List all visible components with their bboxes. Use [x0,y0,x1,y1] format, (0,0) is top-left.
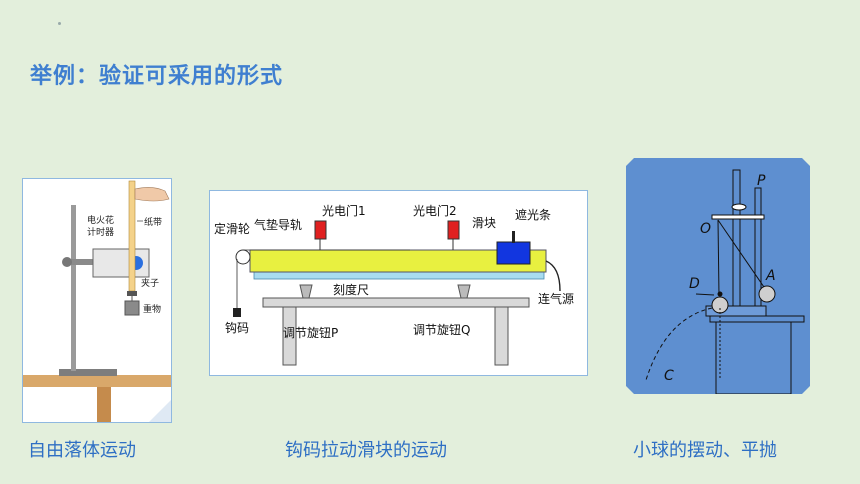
label-air: 连气源 [538,291,574,306]
caption-free-fall: 自由落体运动 [28,440,136,461]
pendulum-svg: P O A D C [626,158,810,395]
table-leg [97,387,111,422]
decor-dot [58,22,61,25]
label-gate2: 光电门2 [413,203,457,218]
label-timer2: 计时器 [87,226,114,238]
label-ruler: 刻度尺 [333,282,369,297]
label-slider: 滑块 [472,216,496,230]
free-fall-svg: 电火花 计时器 纸带 夹子 重物 [23,180,171,422]
caption-pendulum: 小球的摆动、平抛 [633,440,777,461]
ball-a [758,285,776,303]
table-top [709,315,805,323]
blade [717,291,723,297]
slide-title: 举例：验证可采用的形式 [30,64,284,89]
air-track-diagram: 定滑轮 气垫导轨 光电门1 光电门2 滑块 遮光条 刻度尺 连气源 钩码 调节旋… [209,190,588,376]
string-to-a [717,219,767,291]
label-shade: 遮光条 [515,207,551,222]
shade-strip [512,231,515,243]
trajectory [645,307,713,381]
string-to-d [717,219,720,297]
hand [134,187,170,202]
paper-tape [128,180,136,292]
label-hook: 钩码 [225,321,249,335]
stand-base [59,369,117,376]
slider [496,241,531,265]
table-leg-left [282,306,297,366]
table-top [23,375,171,387]
free-fall-diagram: 电火花 计时器 纸带 夹子 重物 [22,178,172,423]
caption-air-track: 钩码拉动滑块的运动 [285,440,447,461]
clip [127,291,137,296]
photogate-1 [314,220,327,240]
pulley [235,249,251,265]
label-p: P [757,173,766,189]
air-track-svg: 定滑轮 气垫导轨 光电门1 光电门2 滑块 遮光条 刻度尺 连气源 钩码 调节旋… [214,203,574,366]
spark-timer [92,248,150,278]
label-knob-p: 调节旋钮P [283,325,338,340]
ball-d [711,296,729,314]
label-track: 气垫导轨 [254,217,302,232]
hook-weight [233,308,241,317]
table-top [262,297,530,308]
knob-top [731,203,747,211]
page-curl [149,400,171,422]
base-block [705,305,767,317]
label-clip: 夹子 [141,277,159,289]
label-pulley: 定滑轮 [214,221,250,236]
photogate-2 [447,220,460,240]
clamp-knob [62,257,72,267]
pendulum-background [626,158,810,394]
label-timer: 电火花 [87,214,114,226]
table-leg-right [494,306,509,366]
label-d: D [689,276,700,292]
crossbar [711,214,765,220]
label-a: A [765,268,776,284]
knob-q [457,284,471,299]
weight [124,300,140,316]
stand-rod [71,205,76,371]
label-gate1: 光电门1 [322,203,366,218]
label-knob-q: 调节旋钮Q [413,322,470,337]
label-tape: 纸带 [144,216,162,228]
label-weight: 重物 [143,303,161,315]
label-o: O [700,221,711,237]
pendulum-diagram: P O A D C [626,158,810,395]
knob-p [299,284,313,299]
label-c: C [664,368,674,384]
air-hose [545,260,561,292]
arrow-d [695,293,715,296]
